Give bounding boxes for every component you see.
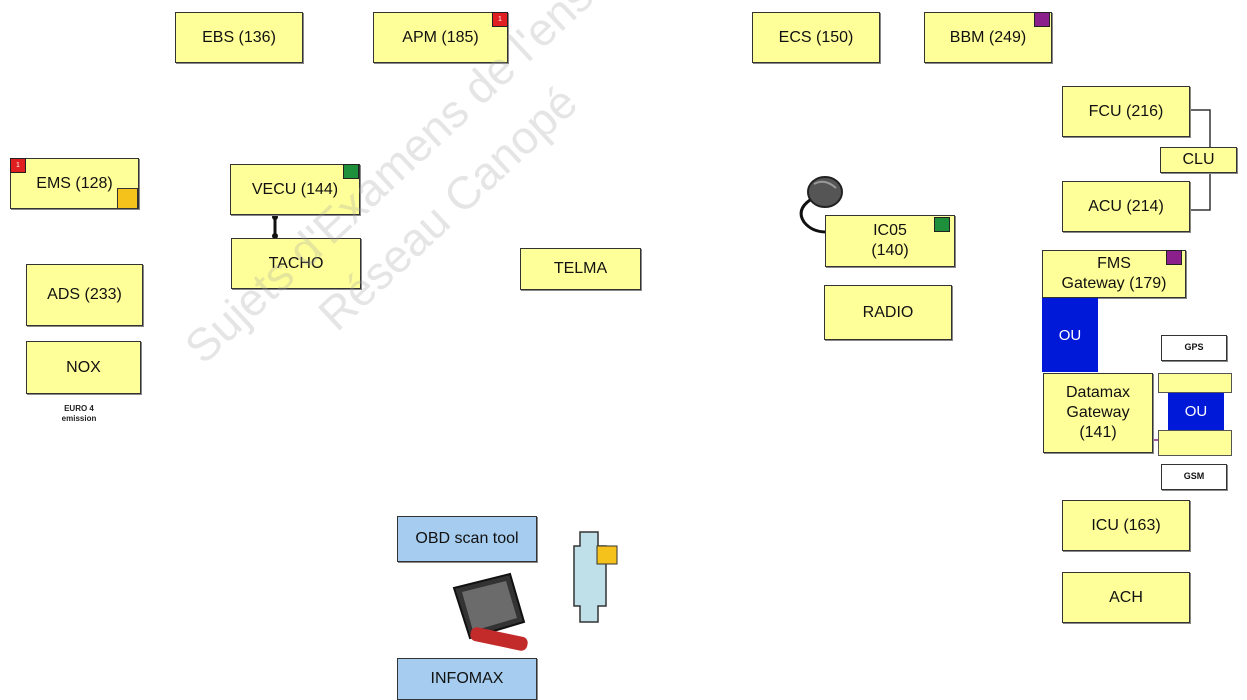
node-nox-label: NOX [66, 358, 101, 378]
node-ecs: ECS (150) [752, 12, 880, 63]
bbm-tag [1034, 12, 1050, 27]
node-infomax: INFOMAX [397, 658, 537, 700]
node-vecu-label: VECU (144) [252, 180, 338, 200]
ou-block-left: OU [1042, 298, 1098, 372]
node-ebs-label: EBS (136) [202, 28, 276, 48]
node-radio: RADIO [824, 285, 952, 340]
gps-strip [1158, 373, 1232, 393]
node-ads-label: ADS (233) [47, 285, 122, 305]
node-fcu-label: FCU (216) [1089, 102, 1164, 122]
ems-connector [117, 188, 138, 209]
node-datamax-label-1: Datamax [1066, 383, 1130, 403]
node-gsm-label: GSM [1184, 471, 1205, 482]
node-obd-scan-tool: OBD scan tool [397, 516, 537, 562]
node-apm-label: APM (185) [402, 28, 478, 48]
node-ach: ACH [1062, 572, 1190, 623]
node-ic05-label-2: (140) [871, 241, 908, 261]
node-radio-label: RADIO [863, 303, 914, 323]
node-telma-label: TELMA [554, 259, 607, 279]
node-infomax-label: INFOMAX [431, 669, 504, 689]
node-tacho-label: TACHO [269, 254, 324, 274]
node-ic05-label-1: IC05 [873, 221, 907, 241]
node-fms-gateway: FMS Gateway (179) [1042, 250, 1186, 298]
node-fms-label-1: FMS [1097, 254, 1131, 274]
node-apm: APM (185) [373, 12, 508, 63]
node-ach-label: ACH [1109, 588, 1143, 608]
node-bbm: BBM (249) [924, 12, 1052, 63]
node-vecu: VECU (144) [230, 164, 360, 215]
node-acu: ACU (214) [1062, 181, 1190, 232]
node-icu-label: ICU (163) [1091, 516, 1160, 536]
node-fms-label-2: Gateway (179) [1062, 274, 1167, 294]
node-datamax-gateway: Datamax Gateway (141) [1043, 373, 1153, 453]
diagnostic-tablet-icon [440, 570, 540, 660]
node-icu: ICU (163) [1062, 500, 1190, 551]
ic05-tag [934, 217, 950, 232]
node-tacho: TACHO [231, 238, 361, 289]
node-clu-label: CLU [1182, 150, 1214, 170]
node-acu-label: ACU (214) [1088, 197, 1164, 217]
node-gps: GPS [1161, 335, 1227, 361]
ou-label-right: OU [1185, 403, 1208, 420]
node-nox: NOX [26, 341, 141, 394]
vecu-tag [343, 164, 359, 179]
ems-tag: 1 [10, 158, 26, 173]
node-ecs-label: ECS (150) [779, 28, 854, 48]
fms-tag [1166, 250, 1182, 265]
obd-connector-icon [570, 528, 620, 628]
ou-label-left: OU [1059, 327, 1082, 344]
node-datamax-label-3: (141) [1079, 423, 1116, 443]
node-ebs: EBS (136) [175, 12, 303, 63]
node-fcu: FCU (216) [1062, 86, 1190, 137]
node-datamax-label-2: Gateway [1066, 403, 1129, 423]
node-gps-label: GPS [1184, 342, 1203, 353]
ou-block-right: OU [1168, 393, 1224, 430]
node-bbm-label: BBM (249) [950, 28, 1026, 48]
apm-tag: 1 [492, 12, 508, 27]
node-telma: TELMA [520, 248, 641, 290]
euro-note-line-2: emission [44, 414, 114, 424]
node-gsm: GSM [1161, 464, 1227, 490]
euro-note: EURO 4 emission [44, 404, 114, 423]
node-clu: CLU [1160, 147, 1237, 173]
node-obd-label: OBD scan tool [415, 529, 518, 549]
gsm-strip [1158, 430, 1232, 456]
node-ads: ADS (233) [26, 264, 143, 326]
node-ems-label: EMS (128) [36, 174, 112, 194]
euro-note-line-1: EURO 4 [44, 404, 114, 414]
